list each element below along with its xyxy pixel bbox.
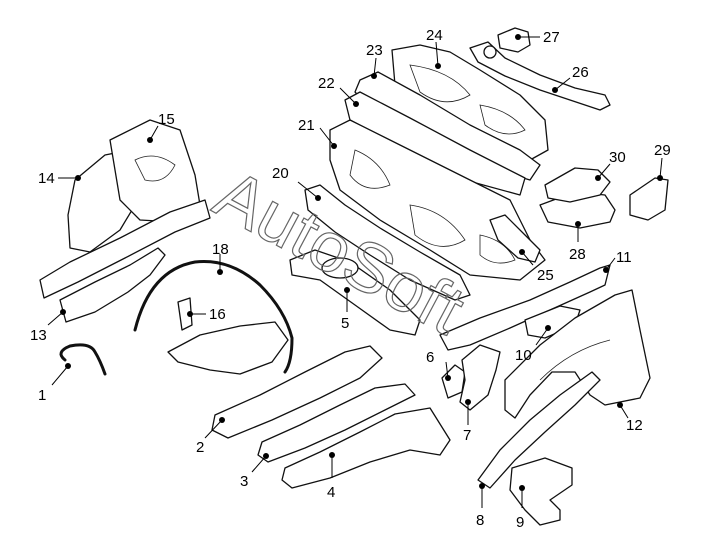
part-13-front-member <box>59 247 166 323</box>
part-29-side-duct <box>629 177 669 221</box>
callout-11: 11 <box>616 249 632 266</box>
part-11-upper-rail <box>439 264 611 351</box>
callout-15: 15 <box>158 111 175 128</box>
callout-21: 21 <box>298 117 315 134</box>
callout-9: 9 <box>516 514 524 531</box>
callout-3: 3 <box>240 473 248 490</box>
callout-27: 27 <box>543 29 560 46</box>
callout-23: 23 <box>366 42 383 59</box>
callout-10: 10 <box>515 347 532 364</box>
callout-14: 14 <box>38 170 55 187</box>
callout-22: 22 <box>318 75 335 92</box>
callout-7: 7 <box>463 427 471 444</box>
part-30-duct-upper <box>544 167 611 203</box>
callout-16: 16 <box>209 306 226 323</box>
callout-30: 30 <box>609 149 626 166</box>
callout-13: 13 <box>30 327 47 344</box>
callout-24: 24 <box>426 27 443 44</box>
callout-5: 5 <box>341 315 349 332</box>
callout-2: 2 <box>196 439 204 456</box>
part-20-support-bracket <box>304 184 471 301</box>
part-shapes <box>39 27 669 526</box>
part-25-side-bracket <box>489 214 541 263</box>
part-3-side-rail <box>257 383 416 463</box>
callout-6: 6 <box>426 349 434 366</box>
part-7-bracket <box>459 344 501 411</box>
part-26-wiper-linkage <box>469 41 611 111</box>
callout-26: 26 <box>572 64 589 81</box>
part-2-side-rail <box>211 345 383 439</box>
callouts: 1 2 3 4 5 6 7 8 9 10 11 12 13 <box>30 27 671 531</box>
callout-28: 28 <box>569 246 586 263</box>
part-5-crossmember <box>289 249 421 336</box>
callout-18: 18 <box>212 241 229 258</box>
callout-12: 12 <box>626 417 643 434</box>
part-front-lower-beam <box>39 199 211 299</box>
callout-29: 29 <box>654 142 671 159</box>
part-8-lower-rail <box>477 371 601 489</box>
part-9-bracket <box>509 457 573 526</box>
callout-4: 4 <box>327 484 335 501</box>
callout-1: 1 <box>38 387 46 404</box>
part-18-seal <box>133 259 294 375</box>
callout-20: 20 <box>272 165 289 182</box>
callout-8: 8 <box>476 512 484 529</box>
part-21-dash-panel <box>329 119 546 281</box>
part-16-clip <box>177 297 193 331</box>
callout-25: 25 <box>537 267 554 284</box>
part-4-side-rail <box>281 407 451 489</box>
part-12-wheelhouse <box>504 289 651 419</box>
part-1-hose <box>59 343 107 376</box>
part-27-wiper-motor <box>497 27 531 53</box>
